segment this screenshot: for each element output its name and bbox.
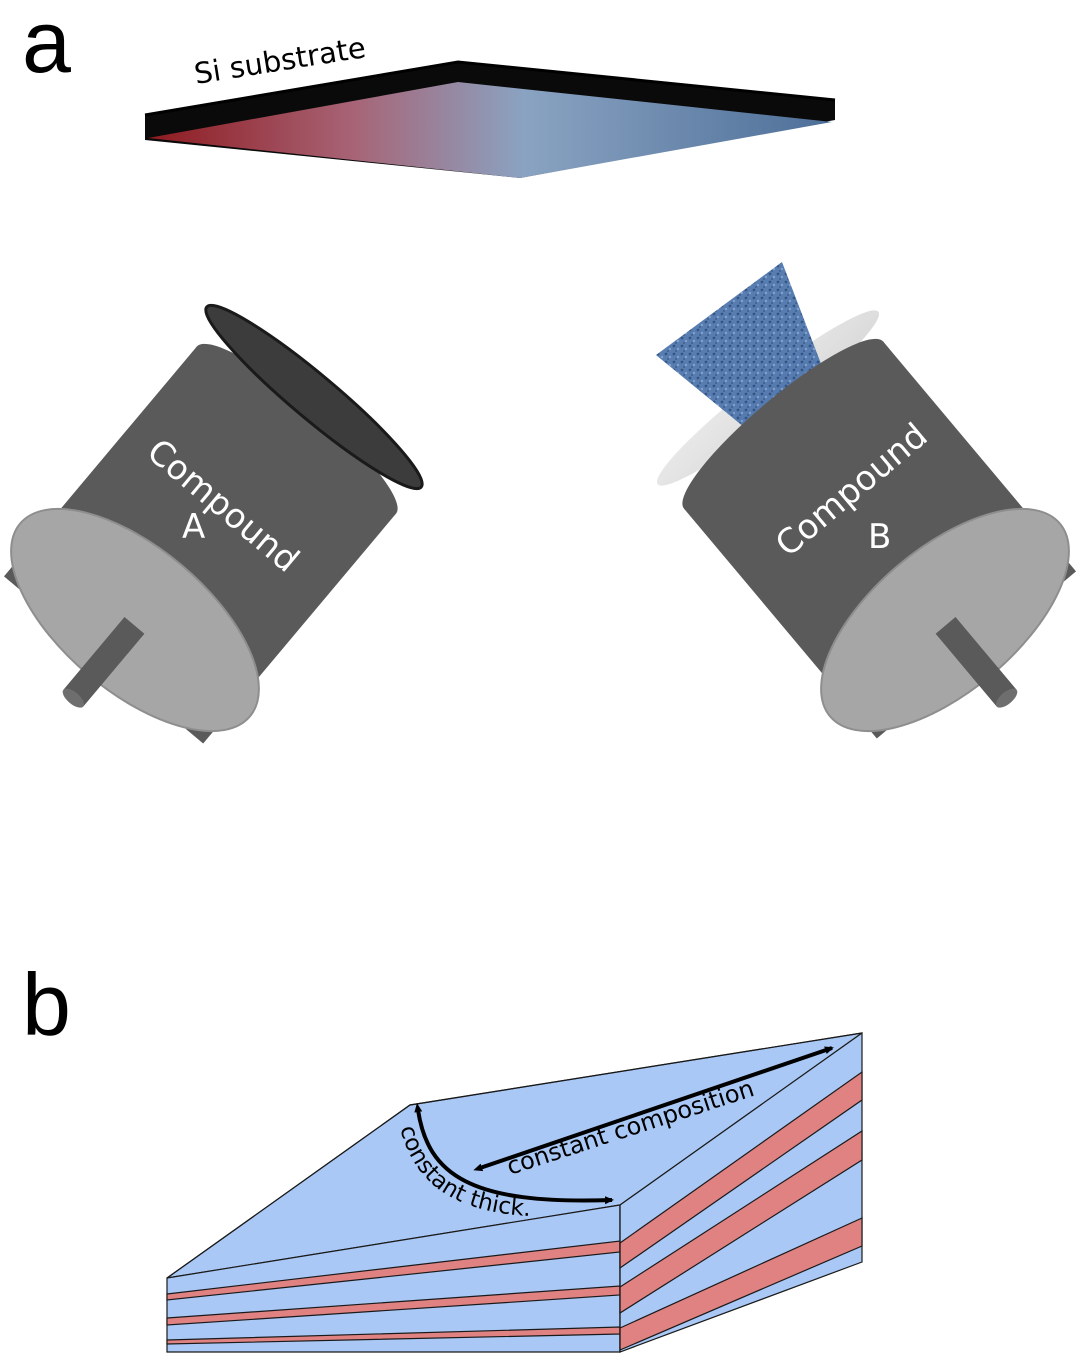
si-substrate: [144, 60, 836, 178]
source-compound-a: [3, 303, 424, 744]
layered-film-block: [166, 1031, 863, 1353]
shutter-a: [204, 303, 424, 491]
source-a-label-line2: A: [182, 507, 205, 547]
panel-b-letter: b: [22, 955, 71, 1054]
constant-thickness-arrow: [414, 1103, 614, 1205]
source-b-label-line2: B: [868, 517, 891, 557]
source-compound-b: [656, 262, 1077, 739]
panel-a-letter: a: [22, 0, 71, 91]
